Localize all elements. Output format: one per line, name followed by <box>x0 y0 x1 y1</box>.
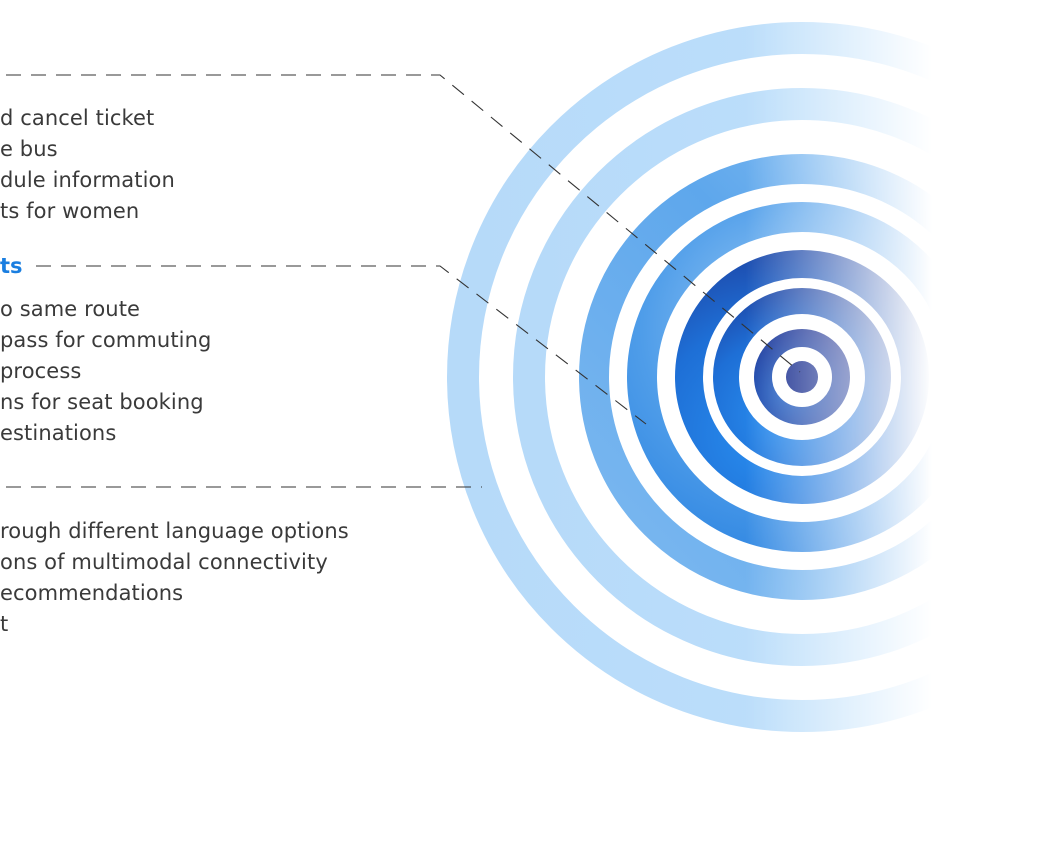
ring-middle-1 <box>579 154 1025 600</box>
group2-item-5: estinations <box>0 421 117 445</box>
group1-item-3: dule information <box>0 168 175 192</box>
group2-item-1: o same route <box>0 297 141 321</box>
group2-header: ts <box>0 254 23 278</box>
ring-inner-2 <box>713 288 891 466</box>
group1-item-1: d cancel ticket <box>0 106 155 130</box>
group3-item-1: rough different language options <box>0 519 349 543</box>
group1-item-4: ts for women <box>0 199 140 223</box>
ring-inner-1 <box>675 250 929 504</box>
group2-item-4: ns for seat booking <box>0 390 204 414</box>
group2-item-3: process <box>0 359 82 383</box>
group1-item-2: e bus <box>0 137 58 161</box>
ring-inner-3 <box>754 329 850 425</box>
ring-group <box>447 22 1040 732</box>
leader-line-2 <box>36 265 647 425</box>
group3-item-2: ons of multimodal connectivity <box>0 550 328 574</box>
leader-line-1 <box>6 74 801 373</box>
group3-item-4: t <box>0 612 9 636</box>
group2-item-2: pass for commuting <box>0 328 212 352</box>
bullseye-center <box>786 361 818 393</box>
ring-outer-2 <box>513 88 1040 666</box>
group3-item-3: ecommendations <box>0 581 184 605</box>
leader-lines <box>6 74 801 488</box>
ring-outer-1 <box>447 22 1040 732</box>
ring-middle-2 <box>627 202 977 552</box>
